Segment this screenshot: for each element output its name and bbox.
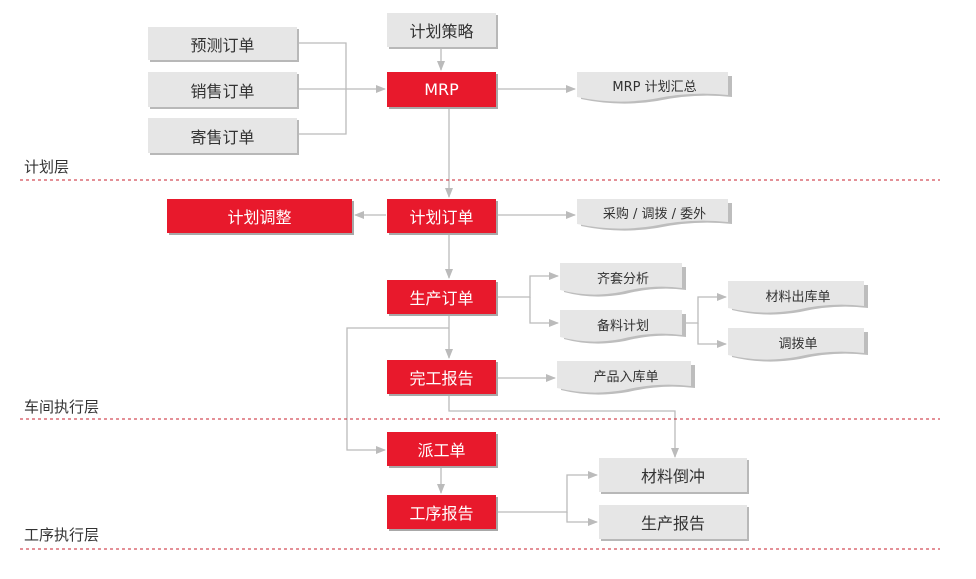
document-shape (728, 328, 868, 362)
purchase-transfer-doc: 采购 / 调拨 / 委外 (577, 199, 732, 231)
connector-consign (298, 89, 347, 135)
sales-order-box: 销售订单 (148, 72, 297, 107)
purchase-transfer-label: 采购 / 调拨 / 委外 (602, 206, 707, 222)
material-issue-doc: 材料出库单 (728, 281, 868, 315)
connector-process-branch-2 (566, 512, 598, 526)
connector-completion-to-backflush (448, 395, 679, 458)
connector-production-branch-2 (529, 297, 559, 327)
document-shape (577, 72, 732, 104)
process-report-box: 工序报告 (387, 495, 496, 529)
layer-label-workshop: 车间执行层 (24, 398, 100, 416)
kit-analysis-label: 齐套分析 (596, 271, 649, 287)
product-receipt-doc: 产品入库单 (557, 361, 695, 395)
connector-production-to-dispatch (346, 327, 449, 454)
plan-strategy-box: 计划策略 (387, 13, 496, 47)
mrp-box: MRP (387, 72, 496, 107)
product-receipt-label: 产品入库单 (593, 369, 659, 385)
document-shape (560, 310, 686, 344)
document-shape (560, 263, 686, 297)
connector-forecast (298, 42, 347, 89)
dispatch-order-box: 派工单 (387, 432, 496, 466)
transfer-order-label: 调拨单 (778, 336, 818, 352)
layer-label-plan: 计划层 (24, 158, 70, 176)
consign-order-box: 寄售订单 (148, 118, 297, 153)
material-backflush-box: 材料倒冲 (599, 458, 747, 492)
transfer-order-doc: 调拨单 (728, 328, 868, 362)
connector-material-plan-branch (685, 293, 727, 324)
connector-production-branch (496, 272, 559, 298)
plan-order-box: 计划订单 (387, 199, 496, 233)
material-issue-label: 材料出库单 (765, 289, 831, 305)
connector-process-branch (496, 471, 598, 513)
plan-adjust-box: 计划调整 (167, 199, 352, 233)
mrp-summary-label: MRP 计划汇总 (612, 79, 697, 95)
material-plan-doc: 备料计划 (560, 310, 686, 344)
document-shape (728, 281, 868, 315)
production-order-box: 生产订单 (387, 280, 496, 314)
material-plan-label: 备料计划 (596, 318, 649, 334)
production-report-box: 生产报告 (599, 505, 747, 539)
mrp-summary-doc: MRP 计划汇总 (577, 72, 732, 104)
completion-report-box: 完工报告 (387, 360, 496, 394)
document-shape (577, 199, 732, 231)
connector-material-plan-branch-2 (697, 323, 727, 348)
kit-analysis-doc: 齐套分析 (560, 263, 686, 297)
document-shape (557, 361, 695, 395)
layer-label-process: 工序执行层 (24, 526, 100, 544)
forecast-order-box: 预测订单 (148, 27, 297, 60)
